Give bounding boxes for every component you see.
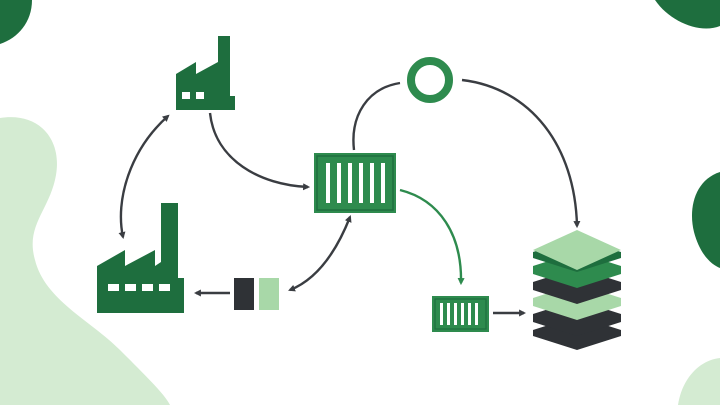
line-container-hub-to-ring: [352, 81, 401, 151]
arrow-small-factory-to-container-hub: [208, 112, 311, 191]
arrow-container-hub-battery-pair: [288, 215, 352, 292]
recycle-ring-icon: [407, 57, 453, 103]
small-container-icon: [432, 296, 489, 332]
small-factory-icon: [176, 36, 235, 110]
background-blob-right-pale: [678, 358, 720, 405]
large-factory-icon: [97, 203, 184, 313]
background-blob-top-right: [655, 0, 720, 29]
battery-pair-icon: [234, 278, 279, 310]
container-hub-icon: [314, 153, 396, 213]
background-blob-right-dark: [691, 172, 720, 268]
layer-stack-icon: [533, 230, 621, 350]
background-blob-left: [0, 117, 170, 405]
arrow-ring-to-layer-stack: [461, 78, 581, 229]
background-blob-top-left: [0, 0, 32, 44]
arrow-small-factory-large-factory: [118, 114, 170, 240]
arrow-container-hub-to-small-container: [399, 188, 465, 286]
